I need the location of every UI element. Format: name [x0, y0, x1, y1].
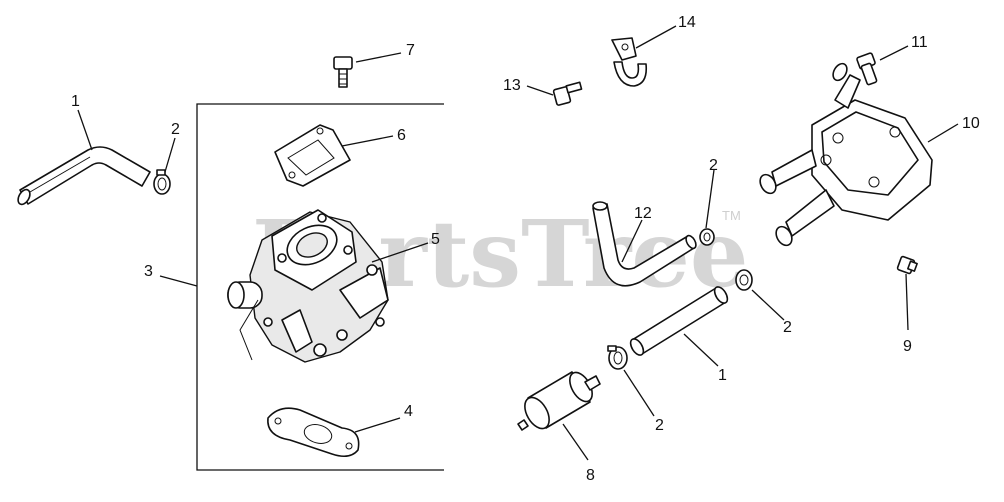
callout-9: 9: [903, 338, 912, 355]
callout-2-left: 2: [171, 121, 180, 138]
callout-12: 12: [634, 205, 652, 222]
part-hose-clamp-mid[interactable]: [699, 228, 715, 246]
part-carburetor[interactable]: [227, 209, 389, 363]
assembly-bracket: [196, 103, 444, 471]
part-gasket-top[interactable]: [274, 124, 351, 187]
part-fuel-hose-mid[interactable]: [592, 201, 698, 287]
part-fuel-pump[interactable]: [757, 61, 933, 248]
callout-2-right: 2: [783, 319, 792, 336]
part-screw-7[interactable]: [333, 56, 353, 88]
part-fuel-hose-right[interactable]: [628, 285, 730, 358]
part-fitting-9[interactable]: [896, 255, 918, 275]
callout-11: 11: [911, 34, 928, 51]
callout-1-right: 1: [718, 367, 727, 384]
callout-7: 7: [406, 42, 415, 59]
watermark-tm: TM: [722, 208, 741, 223]
part-screw-13[interactable]: [552, 81, 583, 106]
part-clip-14[interactable]: [611, 37, 648, 87]
part-fuel-hose-left[interactable]: [16, 146, 151, 206]
part-hose-clamp-low[interactable]: [607, 345, 628, 370]
callout-14: 14: [678, 14, 696, 31]
callout-2-low: 2: [655, 417, 664, 434]
part-gasket-bottom[interactable]: [267, 407, 360, 458]
callout-6: 6: [397, 127, 406, 144]
part-screw-11[interactable]: [856, 52, 878, 86]
part-hose-clamp-left[interactable]: [153, 169, 171, 195]
leader-lines: [77, 25, 959, 461]
callout-10: 10: [962, 115, 980, 132]
callout-2-mid: 2: [709, 157, 718, 174]
part-fuel-filter[interactable]: [517, 369, 601, 433]
callout-8: 8: [586, 467, 595, 484]
callout-3: 3: [144, 263, 153, 280]
callout-1-left: 1: [71, 93, 80, 110]
callout-5: 5: [431, 231, 440, 248]
callout-4: 4: [404, 403, 413, 420]
part-hose-clamp-right[interactable]: [735, 269, 753, 291]
callout-13: 13: [503, 77, 521, 94]
